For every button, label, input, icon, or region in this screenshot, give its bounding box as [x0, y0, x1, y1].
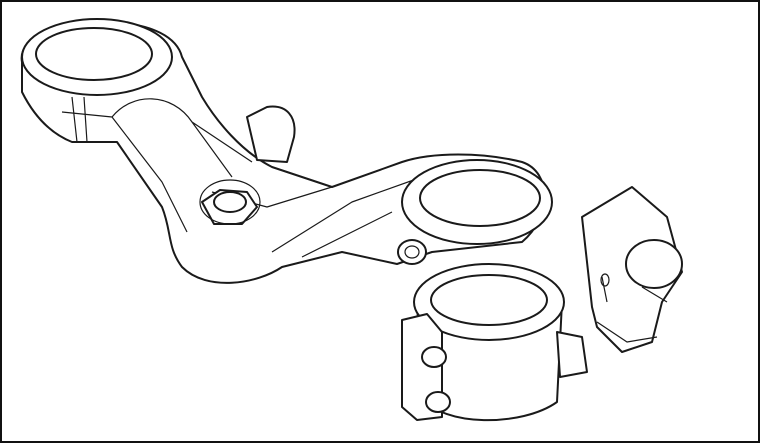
lower-bolt-head-2 [425, 391, 451, 413]
lower-clamp-tab [556, 331, 588, 378]
pinch-bolt-inner [404, 245, 420, 259]
body-edge-lines [61, 98, 423, 258]
bar-clamp-bore [625, 239, 683, 289]
upper-triple-clamp [20, 18, 553, 284]
bar-clamp-edges [596, 276, 668, 343]
pinch-bolt-hole [397, 239, 427, 265]
handlebar-clamp [581, 186, 683, 353]
right-fork-bore [419, 169, 541, 227]
steering-stem-boss [246, 105, 296, 163]
stem-nut-bore [213, 191, 247, 213]
left-fork-bore [35, 27, 153, 81]
fork-clamp-lower [401, 263, 588, 422]
left-clamp-slit [71, 96, 88, 143]
lower-clamp-bore [430, 274, 548, 326]
lower-bolt-head-1 [421, 346, 447, 368]
stem-nut-washer [199, 179, 261, 225]
bar-clamp-hole [600, 273, 610, 287]
